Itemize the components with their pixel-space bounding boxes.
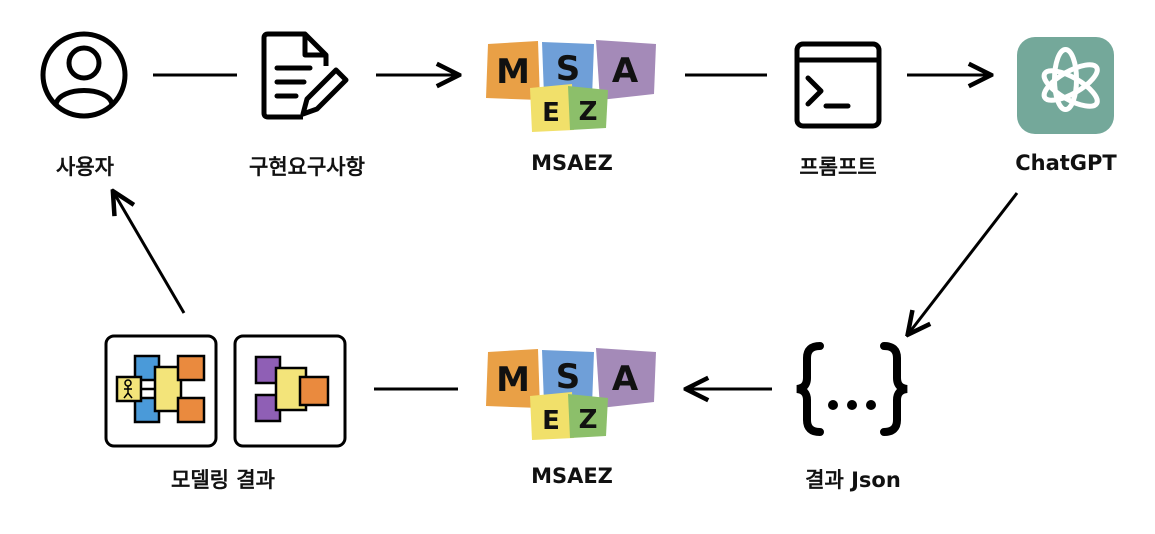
logo-letter-m: M bbox=[496, 360, 530, 400]
node-label-result-json: 결과 Json bbox=[805, 468, 901, 492]
node-label-chatgpt: ChatGPT bbox=[1015, 151, 1117, 175]
arrow-chatgpt-json bbox=[909, 192, 1019, 333]
node-label-modeling-result: 모델링 결과 bbox=[171, 468, 275, 492]
arrow-modeling-user bbox=[114, 193, 186, 314]
logo-letter-e: E bbox=[542, 98, 560, 128]
logo-letter-s: S bbox=[556, 357, 581, 397]
logo-letter-a: A bbox=[612, 359, 639, 399]
msaez-logo-bottom: M S A E Z bbox=[486, 348, 656, 440]
logo-letter-z: Z bbox=[579, 405, 598, 435]
logo-letter-z: Z bbox=[579, 97, 598, 127]
node-label-prompt: 프롬프트 bbox=[799, 155, 877, 179]
user-icon bbox=[40, 31, 128, 119]
document-edit-icon bbox=[261, 31, 349, 120]
logo-letter-s: S bbox=[556, 49, 581, 89]
model-diagram-icon bbox=[104, 334, 218, 448]
node-label-user: 사용자 bbox=[56, 155, 114, 179]
logo-letter-m: M bbox=[496, 52, 530, 92]
logo-letter-e: E bbox=[542, 406, 560, 436]
node-label-msaez-bottom: MSAEZ bbox=[531, 464, 613, 488]
msaez-logo-top: M S A E Z bbox=[486, 40, 656, 132]
node-label-msaez-top: MSAEZ bbox=[531, 151, 613, 175]
logo-letter-a: A bbox=[612, 51, 639, 91]
openai-logo bbox=[1017, 37, 1114, 134]
json-braces-icon bbox=[796, 342, 908, 436]
model-diagram-icon-2 bbox=[233, 334, 347, 448]
node-label-requirements: 구현요구사항 bbox=[249, 155, 365, 179]
terminal-icon bbox=[794, 41, 882, 129]
